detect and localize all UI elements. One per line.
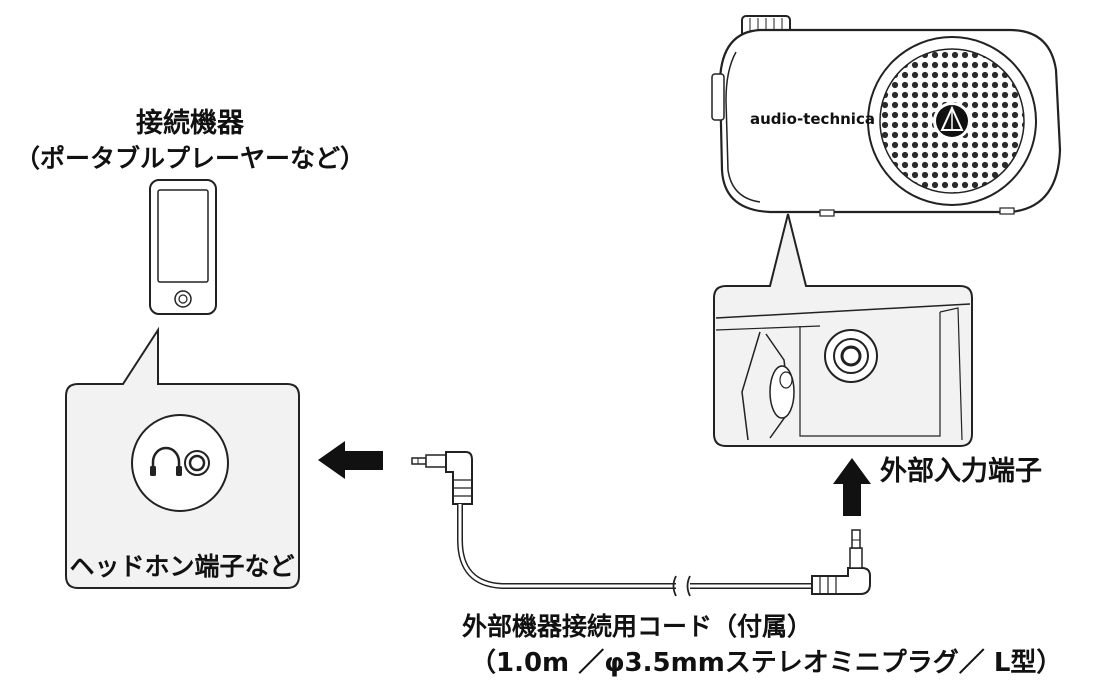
headphone-jack-label: ヘッドホン端子など bbox=[69, 552, 295, 581]
cord-name: 外部機器接続用コード（付属） bbox=[462, 612, 813, 641]
speaker-unit bbox=[711, 15, 1062, 217]
brand-logo-icon bbox=[933, 102, 971, 140]
portable-player bbox=[149, 179, 217, 315]
headphone-icon bbox=[150, 446, 182, 476]
input-jack-callout bbox=[713, 213, 973, 447]
arrow-up-icon bbox=[833, 458, 871, 516]
arrow-left-icon bbox=[318, 441, 383, 479]
headphone-jack bbox=[184, 450, 210, 476]
device-title: 接続機器 bbox=[136, 108, 244, 139]
cord-spec: （1.0m ／φ3.5mmステレオミニプラグ／ L型） bbox=[470, 648, 1063, 678]
input-jack-label: 外部入力端子 bbox=[880, 456, 1042, 487]
input-jack bbox=[824, 329, 878, 383]
device-subtitle: （ポータブルプレーヤーなど） bbox=[14, 144, 365, 173]
connection-cord bbox=[411, 451, 871, 597]
headphone-callout bbox=[65, 326, 300, 589]
brand-name: audio-technica bbox=[750, 110, 875, 128]
